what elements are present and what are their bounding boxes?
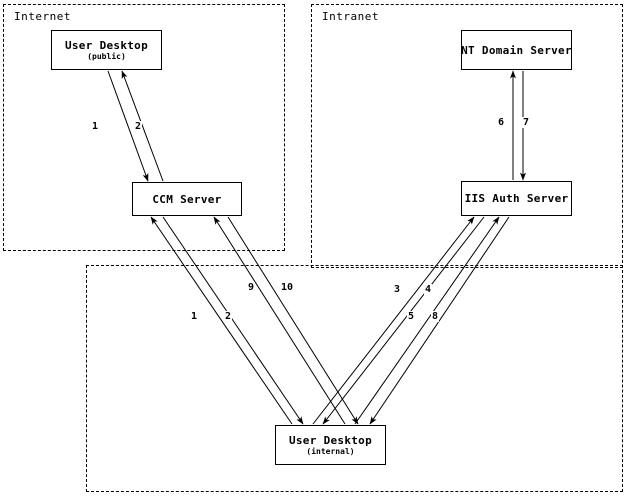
step-label-6: 6	[497, 117, 506, 128]
node-user-desktop-internal[interactable]: User Desktop (internal)	[275, 425, 386, 465]
step-label-4: 4	[424, 284, 433, 295]
step-label-9: 9	[247, 282, 256, 293]
node-title: User Desktop	[64, 38, 149, 52]
step-label-2-internal: 2	[224, 311, 233, 322]
step-label-1-public: 1	[91, 121, 100, 132]
step-label-7: 7	[522, 117, 531, 128]
node-nt-domain-server[interactable]: NT Domain Server	[461, 30, 572, 70]
node-title: User Desktop	[288, 433, 373, 447]
zone-intranet-label: Intranet	[322, 10, 379, 23]
zone-internet	[3, 4, 285, 251]
step-label-3: 3	[393, 284, 402, 295]
step-label-1-internal: 1	[190, 311, 199, 322]
node-ccm-server[interactable]: CCM Server	[132, 182, 242, 216]
node-title: IIS Auth Server	[464, 192, 569, 205]
node-title: CCM Server	[152, 192, 222, 206]
node-title: NT Domain Server	[461, 43, 572, 57]
node-iis-auth-server[interactable]: IIS Auth Server	[461, 181, 572, 216]
step-label-10: 10	[280, 282, 295, 293]
node-user-desktop-public[interactable]: User Desktop (public)	[51, 30, 162, 70]
step-label-5: 5	[407, 311, 416, 322]
step-label-8: 8	[431, 311, 440, 322]
zone-internet-label: Internet	[14, 10, 71, 23]
step-label-2-public: 2	[134, 121, 143, 132]
node-subtitle: (public)	[87, 51, 126, 61]
node-subtitle: (internal)	[306, 446, 355, 456]
